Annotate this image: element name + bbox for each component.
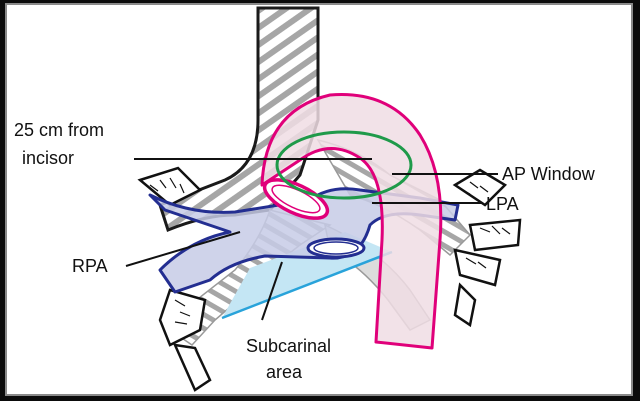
incisor-label-line2: incisor xyxy=(22,148,74,168)
ap-window-label: AP Window xyxy=(502,164,596,184)
lpa-label: LPA xyxy=(486,194,519,214)
bronchial-texture xyxy=(149,177,511,325)
subcarinal-label-line1: Subcarinal xyxy=(246,336,331,356)
subcarinal-leader xyxy=(261,261,283,321)
bronchial-branches xyxy=(137,166,522,392)
aortic-arch xyxy=(260,93,443,350)
rpa-label: RPA xyxy=(72,256,108,276)
ap-window-ellipse xyxy=(275,130,413,200)
incisor-label-line1: 25 cm from xyxy=(14,120,104,140)
rpa-leader xyxy=(125,231,241,267)
subcarinal-line xyxy=(221,250,393,320)
leader-lines xyxy=(125,158,498,321)
subcarinal-label-line2: area xyxy=(266,362,303,382)
